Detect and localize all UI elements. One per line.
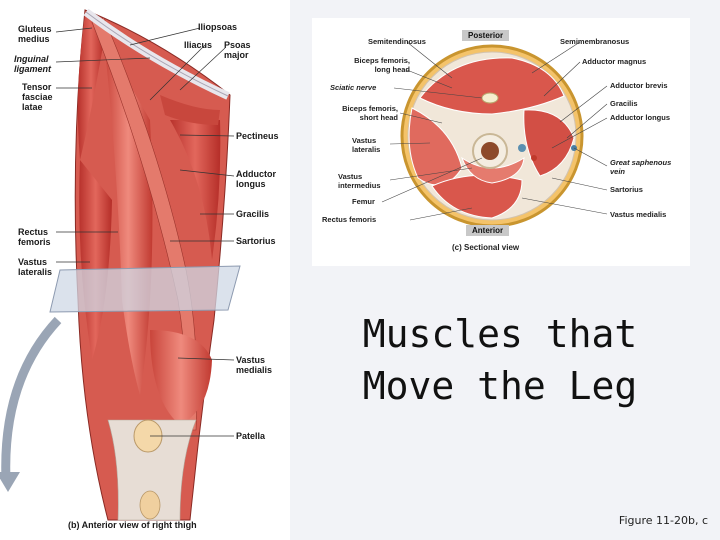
anterior-muscle-group bbox=[431, 174, 523, 219]
label-sciatic-nerve: Sciatic nerve bbox=[330, 83, 377, 92]
label-gluteus-medius: Gluteus medius bbox=[18, 24, 52, 44]
label-adductor-brevis: Adductor brevis bbox=[610, 81, 668, 90]
slide-title: Muscles that Move the Leg bbox=[362, 312, 638, 408]
anterior-tag: Anterior bbox=[466, 225, 510, 236]
label-iliacus: Iliacus bbox=[184, 40, 213, 50]
vessel-1 bbox=[518, 144, 526, 152]
label-section-gracilis: Gracilis bbox=[610, 99, 638, 108]
label-adductor-magnus: Adductor magnus bbox=[582, 57, 647, 66]
label-section-adductor-longus: Adductor longus bbox=[610, 113, 670, 122]
cross-section-illustration bbox=[381, 41, 608, 228]
label-sartorius: Sartorius bbox=[236, 236, 276, 246]
label-biceps-femoris-long: Biceps femoris, long head bbox=[354, 56, 410, 74]
label-semimembranosus: Semimembranosus bbox=[560, 37, 630, 46]
label-gracilis: Gracilis bbox=[236, 209, 270, 219]
label-adductor-longus: Adductor longus bbox=[236, 169, 276, 189]
lower-bone-shape bbox=[139, 490, 161, 520]
label-tensor-fasciae-latae: Tensor fasciae latae bbox=[22, 82, 53, 112]
section-caption: (c) Sectional view bbox=[452, 243, 520, 252]
label-patella: Patella bbox=[236, 431, 266, 441]
label-inguinal-ligament: Inguinal ligament bbox=[14, 54, 52, 74]
vastus-medialis-shape bbox=[150, 330, 212, 425]
section-arrow-head bbox=[0, 472, 20, 492]
label-vastus-intermedius: Vastus intermedius bbox=[338, 172, 381, 190]
knee-tendon-shape bbox=[107, 419, 197, 521]
label-pectineus: Pectineus bbox=[236, 131, 279, 141]
figure-reference: Figure 11-20b, c bbox=[618, 514, 708, 527]
label-femur: Femur bbox=[352, 197, 375, 206]
posterior-muscle-group bbox=[419, 57, 565, 115]
label-vastus-medialis: Vastus medialis bbox=[236, 355, 273, 375]
label-section-vastus-lateralis: Vastus lateralis bbox=[352, 136, 381, 154]
label-section-sartorius: Sartorius bbox=[610, 185, 643, 194]
section-arrow-shape bbox=[1, 316, 62, 481]
vessel-2 bbox=[531, 155, 537, 161]
pectineus-shape bbox=[160, 95, 220, 125]
thigh-illustration-panel: Gluteus medius Inguinal ligament Tensor … bbox=[0, 0, 290, 540]
adductor-longus-shape bbox=[170, 120, 221, 260]
posterior-tag: Posterior bbox=[462, 30, 510, 41]
label-section-rectus-femoris: Rectus femoris bbox=[322, 215, 377, 224]
femur-marrow bbox=[481, 142, 499, 160]
sectional-view-figure: Posterior Anterior (c) Sectional view Se… bbox=[312, 18, 690, 266]
label-rectus-femoris: Rectus femoris bbox=[18, 227, 51, 247]
label-section-vastus-medialis: Vastus medialis bbox=[610, 210, 667, 219]
section-plane bbox=[49, 265, 241, 313]
thigh-caption: (b) Anterior view of right thigh bbox=[68, 520, 197, 530]
label-psoas-major: Psoas major bbox=[224, 40, 251, 60]
label-vastus-lateralis: Vastus lateralis bbox=[18, 257, 53, 277]
tensor-fasciae-latae-shape bbox=[77, 15, 104, 160]
label-biceps-femoris-short: Biceps femoris, short head bbox=[342, 104, 398, 122]
sciatic-nerve-shape bbox=[481, 92, 499, 104]
label-great-saphenous-vein: Great saphenous vein bbox=[610, 158, 672, 176]
label-semitendinosus: Semitendinosus bbox=[368, 37, 426, 46]
label-iliopsoas: Iliopsoas bbox=[198, 22, 238, 32]
anterior-thigh-illustration bbox=[0, 8, 241, 521]
